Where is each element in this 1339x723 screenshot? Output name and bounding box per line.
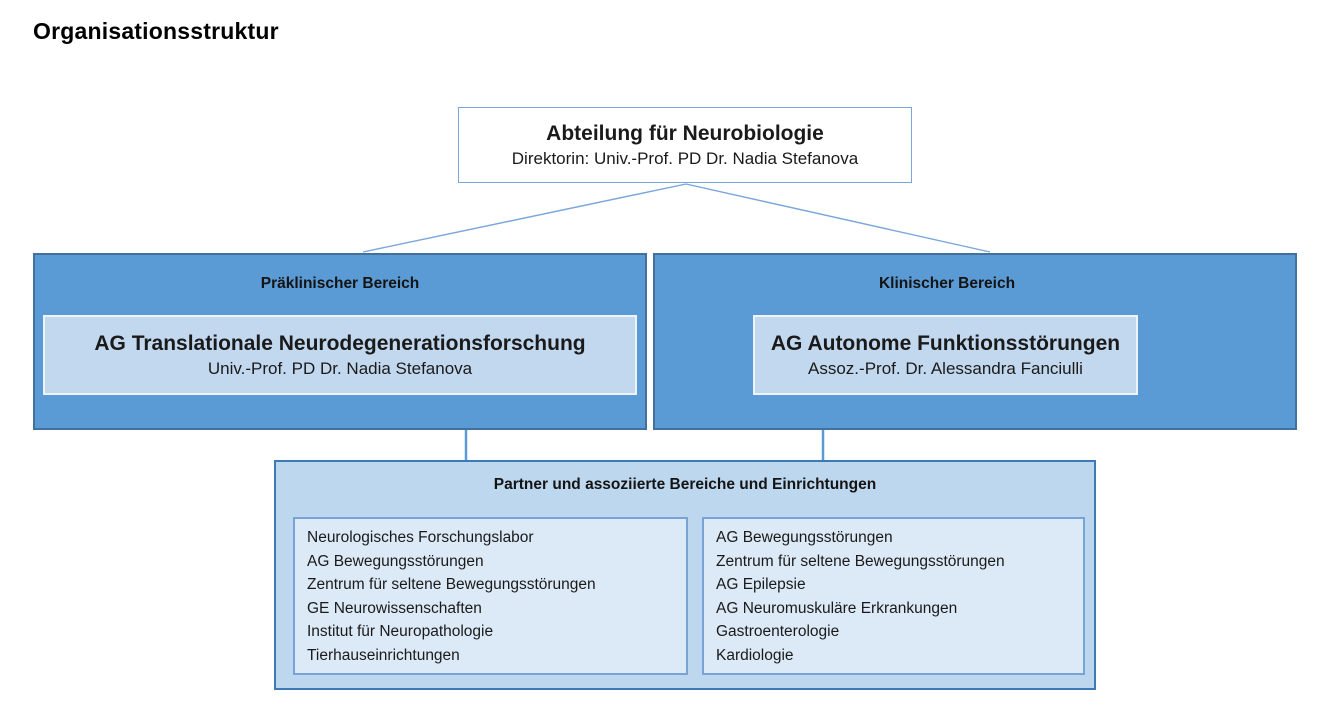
list-item: AG Epilepsie [716,576,806,593]
list-item: Zentrum für seltene Bewegungsstörungen [307,576,596,593]
partners-list-preclinical: Neurologisches Forschungslabor AG Bewegu… [293,517,688,675]
list-item: AG Bewegungsstörungen [307,552,484,570]
connector-root-to-preclinical [362,183,687,253]
list-item: Gastroenterologie [716,623,840,640]
list-item: AG Bewegungsstörungen [716,529,893,546]
group-box-translationale-neurodegenerationsforschung: AG Translationale Neurodegenerationsfors… [43,315,637,395]
list-item: Neurologisches Forschungslabor [307,529,534,546]
branch-header: Präklinischer Bereich [260,275,420,292]
root-node-neurobiologie: Abteilung für Neurobiologie Direktorin: … [458,107,912,183]
connector-root-to-clinical [685,183,991,253]
root-node-subtitle: Direktorin: Univ.-Prof. PD Dr. Nadia Ste… [511,149,859,168]
group-title: AG Autonome Funktionsstörungen [770,332,1121,355]
group-lead: Univ.-Prof. PD Dr. Nadia Stefanova [207,359,473,378]
root-node-title: Abteilung für Neurobiologie [546,122,824,145]
group-lead: Assoz.-Prof. Dr. Alessandra Fanciulli [808,359,1083,378]
list-item: GE Neurowissenschaften [307,599,482,617]
partners-list-clinical: AG Bewegungsstörungen Zentrum für selten… [702,517,1085,675]
branch-header: Klinischer Bereich [878,275,1016,292]
partners-header: Partner und assoziierte Bereiche und Ein… [493,476,877,493]
page-title: Organisationsstruktur [33,18,279,44]
list-item: AG Neuromuskuläre Erkrankungen [716,599,958,617]
list-item: Kardiologie [716,646,794,664]
list-item: Tierhauseinrichtungen [307,646,460,664]
branch-klinischer-bereich: Klinischer Bereich AG Autonome Funktions… [653,253,1297,430]
group-box-autonome-funktionsstoerungen: AG Autonome Funktionsstörungen Assoz.-Pr… [753,315,1138,395]
group-title: AG Translationale Neurodegenerationsfors… [94,332,586,355]
list-item: Institut für Neuropathologie [307,623,494,640]
list-item: Zentrum für seltene Bewegungsstörungen [716,552,1005,570]
branch-praeklinischer-bereich: Präklinischer Bereich AG Translationale … [33,253,647,430]
partners-node: Partner und assoziierte Bereiche und Ein… [274,460,1096,690]
